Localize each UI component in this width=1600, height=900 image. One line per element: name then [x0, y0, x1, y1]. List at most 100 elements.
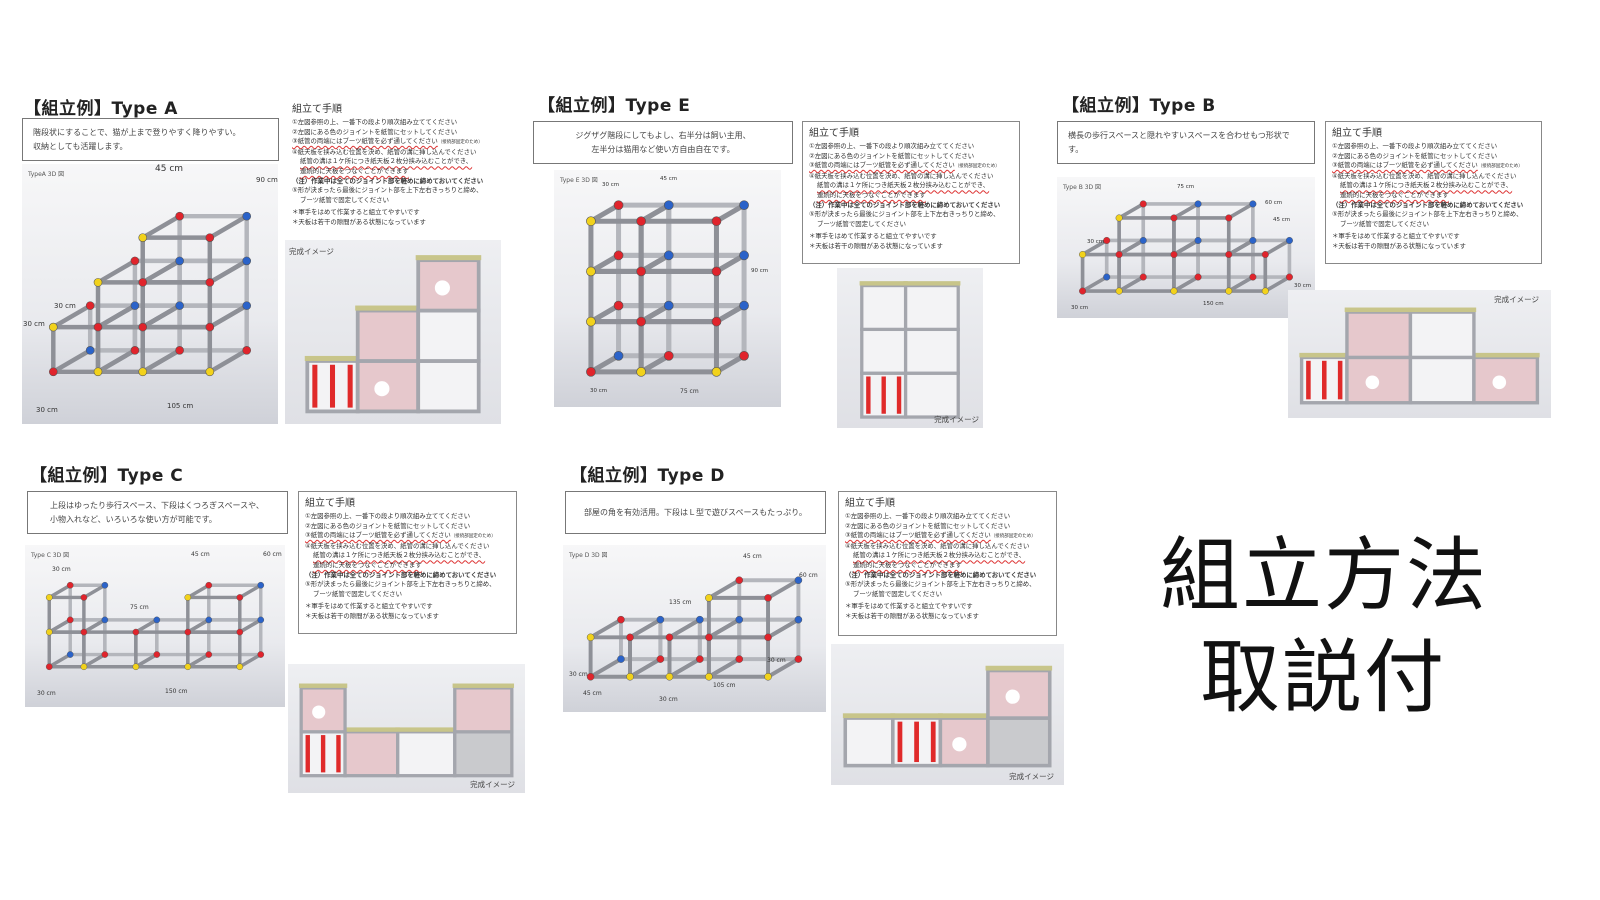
top-board: [890, 713, 943, 719]
step-1: ①左図参照の上、一番下の段より順次組み立ててください: [305, 512, 471, 520]
joint: [1170, 214, 1178, 222]
red-tube: [336, 735, 341, 773]
cube-cell: [416, 359, 481, 414]
type-e-assembly-steps: 組立て手順 ①左図参照の上、一番下の段より順次組み立ててください ②左図にある色…: [802, 121, 1020, 264]
desc-line: 左半分は猫用など使い方自由自在です。: [591, 144, 735, 154]
joint: [175, 211, 184, 221]
tube: [82, 618, 107, 634]
top-board: [298, 683, 348, 688]
joint: [1249, 236, 1257, 245]
step-5b: ブーツ紙管で固定してください: [313, 589, 402, 598]
step-2: ②左図にある色のジョイントを紙管にセットしてください: [1332, 151, 1498, 160]
dimension-label: 45 cm: [583, 690, 602, 697]
tube: [638, 252, 672, 274]
type-e-3d-diagram: Type E 3D 図 30 cm 45 cm 90 cm 30 cm 75 c…: [554, 170, 781, 407]
top-board: [1299, 352, 1350, 358]
joint: [696, 655, 704, 663]
joint: [586, 316, 596, 327]
desc-line: 上段はゆったり歩行スペース、下段はくつろぎスペースや、: [50, 500, 264, 510]
joint: [93, 322, 103, 332]
red-tube: [329, 364, 336, 408]
step-4b: 紙管の溝は１ケ所につき紙天板２枚分挟み込むことができ、: [853, 551, 1026, 560]
joint: [1103, 273, 1111, 281]
joint: [626, 672, 634, 681]
joint: [656, 655, 665, 663]
step-1: ①左図参照の上、一番下の段より順次組み立ててください: [292, 118, 458, 126]
note-1: ＊軍手をはめて作業すると組立てやすいです: [845, 602, 973, 611]
tube: [1080, 238, 1109, 257]
joint: [764, 633, 772, 642]
tube: [667, 657, 702, 679]
tube: [1117, 238, 1146, 257]
joint: [242, 211, 252, 221]
step-1: ①左図参照の上、一番下の段より順次組み立ててください: [809, 142, 975, 150]
step-4b: 紙管の溝は１ケ所につき紙天板２枚分挟み込むことができ、: [1340, 181, 1513, 190]
tube: [588, 252, 622, 274]
cube-cell: [986, 716, 1052, 768]
tube: [134, 652, 159, 669]
dimension-label: 30 cm: [767, 657, 786, 664]
joint: [764, 672, 772, 681]
joint: [1225, 214, 1233, 222]
cat-hole: [1365, 375, 1380, 390]
joint: [48, 367, 58, 377]
joint: [205, 581, 213, 589]
joint: [138, 367, 148, 377]
dimension-label: 30 cm: [590, 388, 608, 394]
caution: （注）作業中は全てのジョイント部を軽めに締めておいてください: [292, 176, 484, 185]
dimension-label: 90 cm: [256, 176, 278, 184]
type-e-complete-image: 完成イメージ: [837, 268, 983, 428]
complete-drawing: [859, 281, 961, 419]
tube: [51, 348, 93, 375]
cube-cell: [903, 327, 960, 375]
tube: [1226, 202, 1255, 220]
step-3-text: ③紙管の両端にはブーツ紙管を必ず通してください: [305, 531, 451, 540]
step-5a: ⑤形が決まったら最後にジョイント部を上下左右きっちりと締め、: [809, 210, 1000, 219]
joint: [1261, 250, 1269, 259]
note-2: ＊天板は若干の隙間がある状態になっています: [809, 241, 943, 250]
cat-hole: [434, 280, 450, 296]
tube: [638, 353, 672, 375]
joint: [636, 266, 646, 277]
joint: [636, 367, 646, 377]
tube: [706, 657, 742, 679]
joint: [85, 346, 95, 355]
type-c-description: 上段はゆったり歩行スペース、下段はくつろぎスペースや、 小物入れなど、いろいろな…: [27, 491, 288, 534]
step-2: ②左図にある色のジョイントを紙管にセットしてください: [305, 521, 471, 530]
joint: [205, 322, 215, 332]
tube: [1080, 275, 1109, 293]
joint: [242, 346, 252, 355]
dimension-label: 60 cm: [799, 572, 818, 579]
tube: [51, 303, 93, 330]
joint: [132, 663, 140, 671]
complete-image-label: 完成イメージ: [289, 247, 334, 256]
joint: [1249, 200, 1257, 208]
step-2: ②左図にある色のジョイントを紙管にセットしてください: [845, 521, 1011, 530]
joint: [66, 651, 74, 658]
cube-cell: [903, 371, 960, 419]
joint: [739, 200, 749, 210]
type-c-title: 【組立例】Type C: [30, 466, 184, 486]
step-3-text: ③紙管の両端にはブーツ紙管を必ず通してください: [809, 161, 955, 170]
joint: [735, 655, 744, 663]
frame-drawing: [586, 200, 749, 377]
desc-line: 収納としても活躍します。: [33, 141, 128, 151]
step-4c: 連続的に天板をつなぐことができます: [1340, 190, 1449, 199]
tube: [82, 583, 107, 600]
cube-cell: [1408, 310, 1476, 360]
type-e-description: ジグザグ階段にしてもよし、右半分は飼い主用、 左半分は猫用など使い方自由自在です…: [533, 121, 793, 164]
joint: [45, 663, 53, 671]
joint: [794, 655, 803, 663]
cube-cell: [416, 308, 481, 363]
diagram-caption: Type C 3D 図: [31, 552, 70, 559]
step-4a: ④紙天板を挟み込む位置を決め、紙管の溝に挿し込んでください: [809, 171, 994, 180]
dimension-label: 45 cm: [155, 164, 184, 174]
tube: [238, 618, 263, 634]
joint: [711, 316, 722, 327]
step-3-note: （接続部固定のため）: [437, 140, 483, 146]
dimension-label: 30 cm: [569, 671, 588, 678]
type-d-description: 部屋の角を有効活用。下段はＬ型で遊びスペースもたっぷり。: [565, 491, 826, 534]
tube: [207, 348, 249, 375]
diagram-caption: TypeA 3D 図: [28, 171, 65, 178]
joint: [138, 278, 148, 287]
